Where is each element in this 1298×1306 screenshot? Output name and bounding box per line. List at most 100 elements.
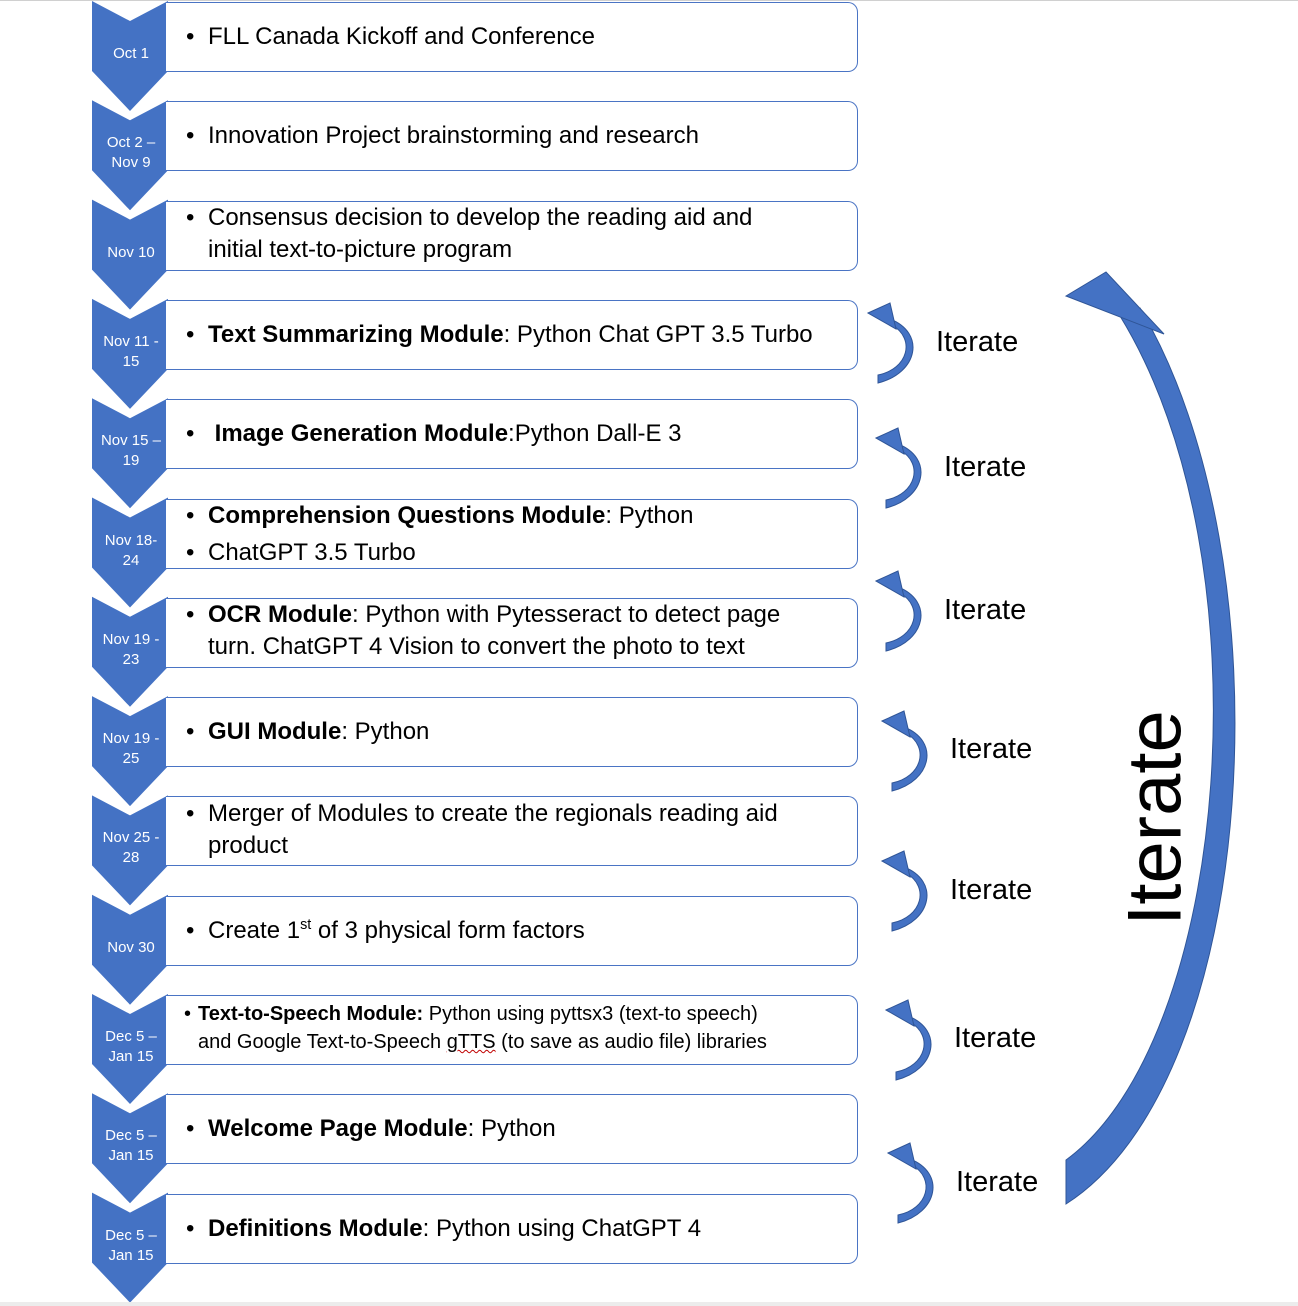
continuation-line: turn. ChatGPT 4 Vision to convert the ph…	[186, 631, 851, 663]
bullet-icon: •	[186, 538, 195, 566]
step-text-line: •GUI Module: Python	[186, 716, 851, 748]
step-text: (to save as audio file) libraries	[495, 1031, 767, 1053]
iterate-label-3: Iterate	[944, 594, 1027, 626]
step-text: :Python Dall-E 3	[508, 420, 682, 448]
chevron-13	[92, 1192, 168, 1303]
date-line: Nov 18-	[104, 531, 158, 549]
step-box-1: •FLL Canada Kickoff and Conference	[166, 2, 858, 72]
bottom-band	[0, 1302, 1298, 1306]
step-box-3: • Consensus decision to develop the readi…	[166, 200, 858, 271]
date-line: Nov 25 -	[102, 829, 160, 847]
step-text: Merger of Modules to create the regional…	[208, 799, 778, 827]
date-label-12: Dec 5 – Jan 15	[92, 1126, 170, 1166]
iterate-arrow-4	[880, 710, 928, 792]
date-line: 25	[122, 750, 140, 768]
continuation-line: initial text-to-picture program	[186, 234, 851, 266]
chevron-11	[92, 994, 168, 1104]
date-label-10: Nov 30	[92, 938, 170, 958]
step-text-line: •Welcome Page Module: Python	[186, 1113, 851, 1145]
step-box-8: •GUI Module: Python	[166, 697, 858, 768]
date-line: Nov 11 -	[103, 332, 159, 350]
step-text-line: • ChatGPT 3.5 Turbo	[186, 537, 851, 569]
iterate-arrow-6	[884, 999, 932, 1081]
date-line: Jan 15	[108, 1147, 154, 1165]
module-name: Image Generation Module	[208, 420, 509, 448]
iterate-arrow-7	[886, 1142, 934, 1224]
step-text-line: • Innovation Project brainstorming and re…	[186, 120, 851, 152]
step-box-2: • Innovation Project brainstorming and re…	[166, 101, 858, 172]
chevron-7	[92, 596, 168, 707]
date-line: Dec 5 –	[105, 1127, 157, 1145]
date-line: Nov 19 -	[102, 730, 160, 748]
date-line: Nov 19 -	[102, 630, 160, 648]
bullet-icon: •	[186, 799, 195, 827]
bullet-icon: •	[186, 122, 195, 150]
step-text: FLL Canada Kickoff and Conference	[208, 23, 595, 50]
module-name: Text-to-Speech Module:	[198, 1003, 424, 1025]
date-line: Dec 5 –	[105, 1028, 157, 1045]
step-box-6: •Comprehension Questions Module: Python•…	[166, 498, 858, 569]
date-label-6: Nov 18-24	[92, 531, 170, 571]
bullet-icon: •	[186, 916, 195, 944]
iterate-arrow-3	[874, 570, 922, 652]
step-text: product	[208, 831, 289, 859]
step-text: Innovation Project brainstorming and res…	[208, 122, 699, 150]
step-text-line: and Google Text-to-Speech gTTS (to save …	[184, 1028, 851, 1056]
step-text: : Python	[605, 501, 694, 529]
iterate-label-5: Iterate	[950, 874, 1033, 906]
iterate-arrow-1	[866, 302, 914, 384]
module-name: Welcome Page Module	[208, 1115, 468, 1143]
chevron-1	[92, 1, 168, 111]
date-line: Jan 15	[108, 1048, 154, 1065]
date-line: Jan 15	[108, 1246, 154, 1264]
date-line: 23	[122, 650, 140, 668]
step-box-7: •OCR Module: Python with Pytesseract to …	[166, 597, 858, 668]
chevron-8	[92, 696, 168, 807]
top-rule	[0, 0, 1298, 1]
module-name: Comprehension Questions Module	[208, 501, 606, 529]
step-text-line: •Text-to-Speech Module: Python using pyt…	[184, 1000, 851, 1028]
step-text-line: turn. ChatGPT 4 Vision to convert the ph…	[186, 631, 851, 663]
iterate-label-2: Iterate	[944, 451, 1027, 483]
iterate-label-1: Iterate	[936, 326, 1019, 358]
date-label-1: Oct 1	[92, 44, 170, 64]
continuation-line: product	[186, 830, 851, 862]
date-label-9: Nov 25 - 28	[92, 828, 170, 868]
step-text-line: •FLL Canada Kickoff and Conference	[186, 21, 851, 53]
step-text: ChatGPT 3.5 Turbo	[208, 538, 416, 566]
step-text: gTTS	[446, 1031, 496, 1053]
step-text-line: •Definitions Module: Python using ChatGP…	[186, 1213, 851, 1245]
step-text-line: initial text-to-picture program	[186, 234, 851, 266]
date-label-2: Oct 2 –Nov 9	[92, 133, 170, 173]
step-box-5: • Image Generation Module:Python Dall-E …	[166, 399, 858, 470]
step-text: of 3 physical form factors	[311, 916, 585, 944]
date-label-3: Nov 10	[92, 243, 170, 263]
step-box-10: •Create 1st of 3 physical form factors	[166, 895, 858, 966]
big-iterate-arrow	[1064, 271, 1236, 1205]
chevron-5	[92, 398, 168, 509]
date-line: 28	[122, 849, 140, 867]
step-text: and Google Text-to-Speech	[198, 1031, 447, 1053]
bullet-icon: •	[186, 204, 195, 232]
date-label-5: Nov 15 – 19	[92, 431, 170, 471]
step-text-line: • Consensus decision to develop the readi…	[186, 202, 851, 234]
chevron-10	[92, 894, 168, 1005]
date-line: Nov 30	[107, 938, 155, 956]
step-box-12: •Welcome Page Module: Python	[166, 1094, 858, 1165]
step-text: st	[300, 916, 312, 933]
step-text-line: • Merger of Modules to create the regiona…	[186, 798, 851, 830]
chevron-2	[92, 100, 168, 211]
date-label-7: Nov 19 - 23	[92, 630, 170, 670]
date-line: 19	[122, 452, 140, 470]
bullet-icon: •	[186, 718, 195, 746]
step-text-line: • Comprehension Questions Module: Python	[186, 500, 851, 532]
step-text: Python using pyttsx3 (text-to speech)	[423, 1003, 758, 1025]
module-name: Text Summarizing Module	[208, 320, 504, 348]
step-text-line: product	[186, 830, 851, 862]
step-text: Consensus decision to develop the readin…	[208, 204, 753, 232]
bullet-icon: •	[186, 501, 195, 529]
date-line: Nov 15 –	[100, 432, 162, 450]
bullet-icon: •	[186, 320, 195, 348]
